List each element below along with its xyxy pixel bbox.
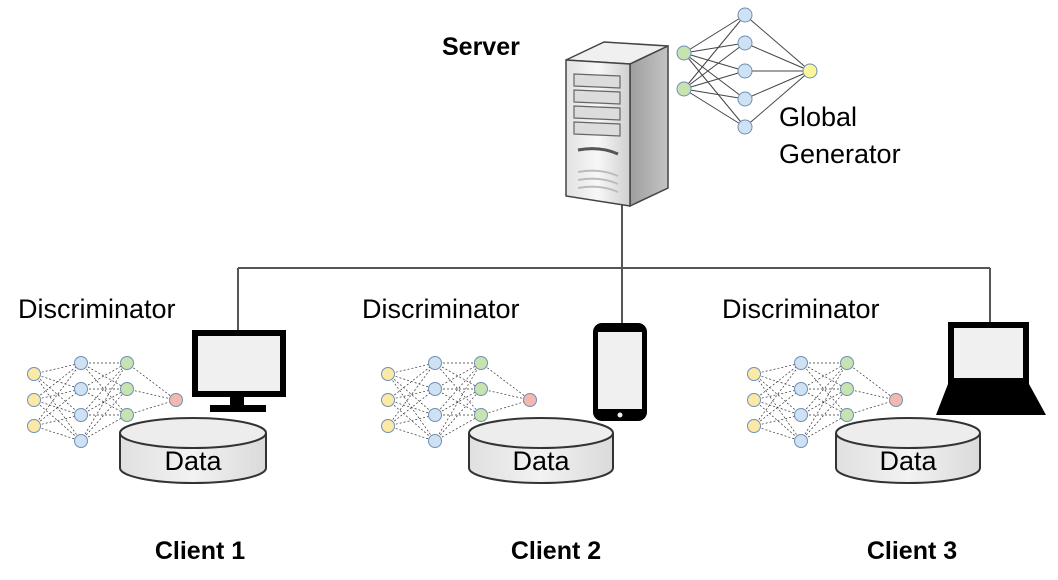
desktop-monitor-icon xyxy=(192,330,286,412)
server-tower-icon xyxy=(565,41,669,208)
neuron-node xyxy=(27,393,41,407)
neuron-node xyxy=(428,408,442,422)
server-title: Server xyxy=(442,33,520,61)
neuron-node xyxy=(840,408,854,422)
neuron-node xyxy=(74,382,88,396)
neuron-node xyxy=(737,91,753,107)
neuron-node xyxy=(889,393,903,407)
neuron-node xyxy=(737,119,753,135)
client2-discriminator-network xyxy=(381,356,537,448)
neuron-node xyxy=(74,434,88,448)
neuron-node xyxy=(737,35,753,51)
neuron-node xyxy=(474,356,488,370)
client3-discriminator-network xyxy=(747,356,903,448)
neuron-node xyxy=(27,419,41,433)
neuron-node xyxy=(74,408,88,422)
neuron-node xyxy=(676,81,692,97)
neuron-node xyxy=(120,382,134,396)
client1-model-label: Discriminator xyxy=(18,294,176,324)
client3-model-label: Discriminator xyxy=(722,294,880,324)
neuron-node xyxy=(840,356,854,370)
neuron-node xyxy=(474,408,488,422)
neuron-node xyxy=(74,356,88,370)
client2-model-label: Discriminator xyxy=(362,294,520,324)
neuron-node xyxy=(381,419,395,433)
neuron-node xyxy=(381,393,395,407)
client2-data-cylinder: Data xyxy=(468,417,614,484)
neuron-node xyxy=(120,408,134,422)
global-generator-network xyxy=(676,7,818,135)
neuron-node xyxy=(794,356,808,370)
client1-data-label: Data xyxy=(164,446,222,476)
neuron-node xyxy=(428,434,442,448)
neuron-node xyxy=(474,382,488,396)
neuron-node xyxy=(747,393,761,407)
laptop-icon xyxy=(936,322,1046,415)
neuron-node xyxy=(747,419,761,433)
smartphone-icon xyxy=(593,323,647,421)
neuron-node xyxy=(794,408,808,422)
generator-label-line1: Global xyxy=(779,102,857,132)
generator-label-line2: Generator xyxy=(779,139,901,169)
neuron-node xyxy=(381,367,395,381)
neuron-node xyxy=(737,63,753,79)
neuron-node xyxy=(747,367,761,381)
neuron-node xyxy=(169,393,183,407)
client3-data-label: Data xyxy=(879,446,937,476)
client2-name: Client 2 xyxy=(511,537,601,565)
neuron-node xyxy=(794,434,808,448)
client2-data-label: Data xyxy=(512,446,570,476)
neuron-node xyxy=(676,45,692,61)
neuron-node xyxy=(428,356,442,370)
neuron-node xyxy=(794,382,808,396)
client1-data-cylinder: Data xyxy=(119,417,267,484)
neuron-node xyxy=(737,7,753,23)
client3-name: Client 3 xyxy=(867,537,957,565)
client3-data-cylinder: Data xyxy=(835,417,981,484)
neuron-node xyxy=(27,367,41,381)
neuron-node xyxy=(802,63,818,79)
client1-name: Client 1 xyxy=(155,537,245,565)
client1-discriminator-network xyxy=(27,356,183,448)
neuron-node xyxy=(428,382,442,396)
neuron-node xyxy=(840,382,854,396)
neuron-node xyxy=(523,393,537,407)
network-connections xyxy=(237,205,991,330)
neuron-node xyxy=(120,356,134,370)
